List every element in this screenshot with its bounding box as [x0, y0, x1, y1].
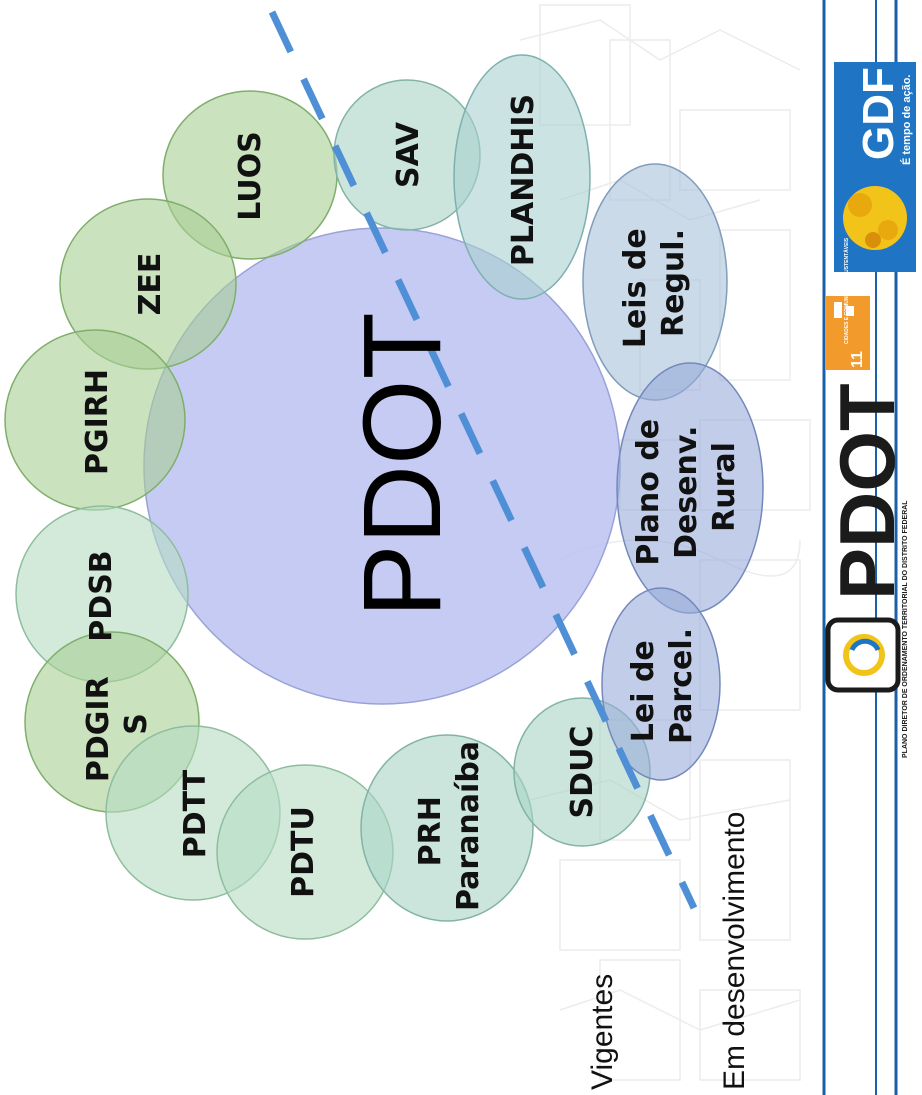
label-sduc: SDUC: [565, 726, 600, 819]
label-leis-regul-line1: Leis de: [618, 228, 653, 348]
gdf-logo-tagline: É tempo de ação.: [900, 75, 913, 165]
pdot-logo: PDOT PLANO DIRETOR DE ORDENAMENTO TERRIT…: [823, 383, 911, 758]
label-pdsb: PDSB: [84, 550, 119, 641]
satellite-labels: LUOS ZEE PGIRH PDSB PDGIR S PDTT PDTU PR…: [80, 94, 742, 911]
label-lei-parcel-line2: Parcel.: [664, 628, 699, 744]
label-leis-regul: Leis de Regul.: [618, 218, 691, 348]
label-pgirh: PGIRH: [80, 369, 115, 475]
ods-logo-number: 11: [849, 351, 866, 368]
center-label: PDOT: [341, 312, 464, 618]
label-prh-line2: Paranaíba: [451, 741, 486, 911]
label-pdtt: PDTT: [178, 769, 213, 858]
label-pdgirs-line2: S: [119, 713, 154, 735]
legend-vigentes: Vigentes: [586, 974, 619, 1090]
label-leis-regul-line2: Regul.: [656, 229, 691, 337]
label-zee: ZEE: [133, 253, 168, 316]
pdot-logo-subtitle: PLANO DIRETOR DE ORDENAMENTO TERRITORIAL…: [902, 500, 909, 758]
label-prh: PRH Paranaíba: [413, 741, 486, 911]
ods-logo-text: CIDADES E COMUNIDADES SUSTENTÁVEIS: [843, 237, 850, 344]
label-sav: SAV: [391, 121, 426, 188]
circle-leis-regul: [582, 163, 728, 401]
label-plano-rural: Plano de Desenv. Rural: [631, 408, 742, 565]
label-pdtu: PDTU: [286, 806, 321, 898]
legend-em-desenvolvimento: Em desenvolvimento: [718, 812, 751, 1090]
gdf-logo-name: GDF: [854, 67, 903, 160]
gdf-logo: GDF É tempo de ação.: [834, 62, 916, 272]
circle-lei-parcel: [601, 587, 721, 781]
label-plano-rural-line2: Desenv.: [669, 426, 704, 559]
satellite-circles: [4, 54, 764, 940]
ods-11-logo: 11 CIDADES E COMUNIDADES SUSTENTÁVEIS: [826, 237, 870, 370]
label-luos: LUOS: [233, 131, 268, 221]
label-pdgirs-line1: PDGIR: [81, 676, 116, 782]
label-plano-rural-line1: Plano de: [631, 419, 666, 566]
divider-dashed-line: [268, 10, 698, 910]
circle-prh: [360, 734, 534, 922]
label-plandhis: PLANDHIS: [506, 94, 541, 266]
pdot-logo-name: PDOT: [823, 383, 911, 600]
label-lei-parcel-line1: Lei de: [626, 640, 661, 742]
label-pdgirs: PDGIR S: [81, 666, 154, 782]
label-lei-parcel: Lei de Parcel.: [626, 628, 699, 744]
circle-plandhis: [453, 54, 591, 300]
label-prh-line1: PRH: [413, 796, 448, 866]
label-plano-rural-line3: Rural: [707, 442, 742, 532]
